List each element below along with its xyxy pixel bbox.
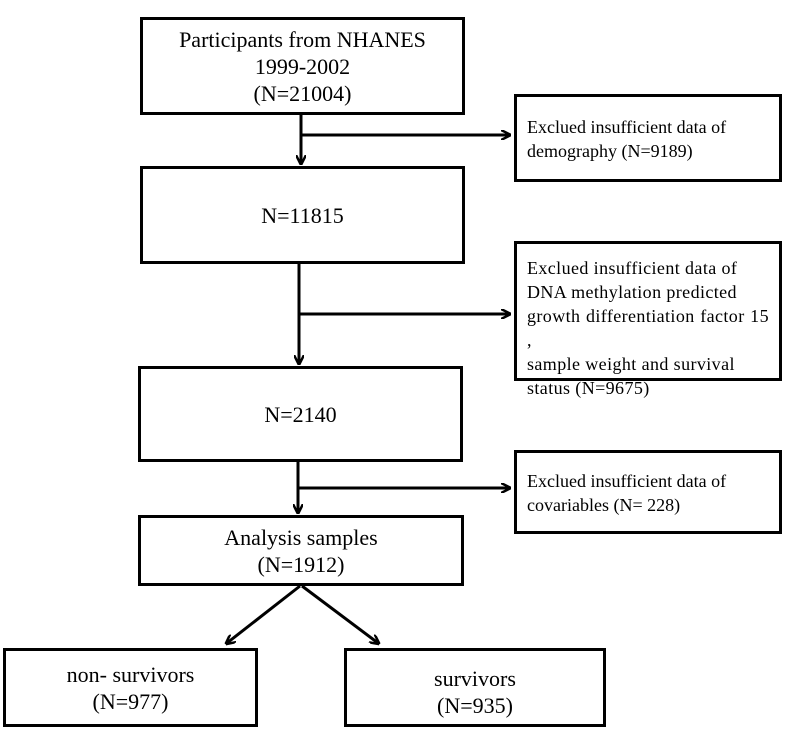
exclusion-demography-box: Exclued insufficient data of demography … [514,94,782,182]
nonsurvivors-count: (N=977) [92,688,169,714]
arrow-to-survivors [301,584,378,643]
exclusion-covariables-box: Exclued insufficient data of covariables… [514,450,782,534]
exclusion-dna-line5: status (N=9675) [527,378,650,398]
exclusion-dna-line3: growth differentiation factor 15 , [527,306,769,350]
exclusion-dna-line4: sample weight and survival [527,354,735,374]
participants-box: Participants from NHANES 1999-2002 (N=21… [140,17,465,115]
survivors-label: survivors [434,665,516,691]
n2140-count: N=2140 [264,401,337,427]
survivors-count: (N=935) [437,692,513,718]
participants-years: 1999-2002 [254,53,351,79]
exclusion-demography-line2: demography (N=9189) [527,141,693,161]
exclusion-dna-box: Exclued insufficient data of DNA methyla… [514,241,782,398]
n11815-count: N=11815 [261,202,344,228]
participants-title: Participants from NHANES [179,26,426,52]
analysis-samples-count: (N=1912) [257,551,345,577]
survivors-box: survivors (N=935) [344,648,606,727]
participants-count: (N=21004) [253,80,352,106]
exclusion-dna-line1: Exclued insufficient data of [527,258,738,278]
exclusion-covariables-line1: Exclued insufficient data of [527,471,727,491]
analysis-samples-box: Analysis samples (N=1912) [138,515,464,586]
exclusion-demography-line1: Exclued insufficient data of [527,117,727,137]
n2140-box: N=2140 [138,366,463,462]
nonsurvivors-label: non- survivors [66,661,195,687]
n11815-box: N=11815 [140,166,465,264]
exclusion-covariables-line2: covariables (N= 228) [527,495,681,515]
nonsurvivors-box: non- survivors (N=977) [3,648,258,727]
arrow-to-nonsurvivors [227,584,301,643]
analysis-samples-label: Analysis samples [224,524,378,550]
exclusion-dna-line2: DNA methylation predicted [527,282,737,302]
